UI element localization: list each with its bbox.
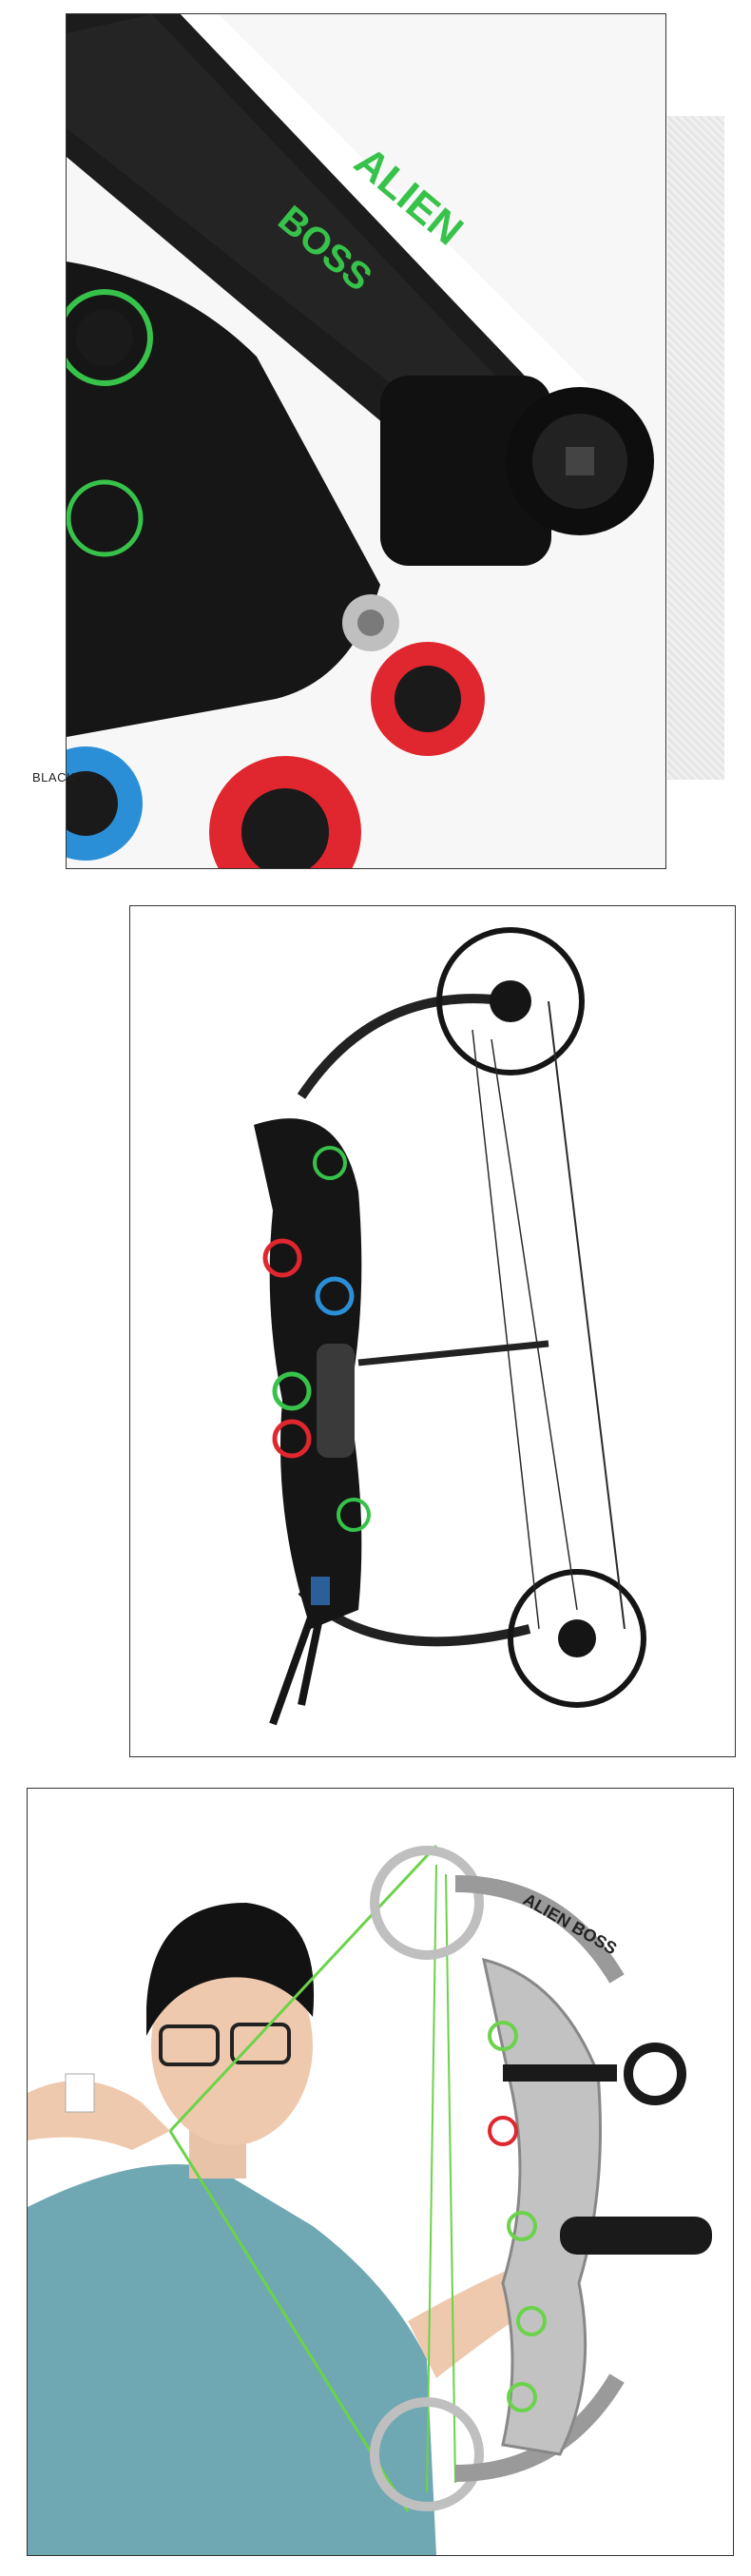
green-dampener <box>67 289 153 386</box>
red-dampener-mid <box>272 1419 312 1459</box>
closeup-photo-panel: ALIEN BOSS <box>66 13 666 869</box>
blue-dampener-riser <box>315 1276 355 1316</box>
upper-cam <box>436 927 585 1075</box>
full-bow-photo-panel <box>129 905 736 1757</box>
color-side-label: BLACK <box>32 770 76 784</box>
upper-cam <box>370 1846 484 1960</box>
bow-sight <box>503 2064 617 2082</box>
bow-stand <box>269 1589 324 1726</box>
black-bow-illustration <box>254 927 646 1726</box>
bow-grip <box>317 1344 355 1458</box>
green-dampener-top <box>313 1146 347 1180</box>
bow-riser <box>482 1957 602 2456</box>
closeup-bow-illustration: ALIEN BOSS <box>67 14 654 868</box>
green-dampener-mid <box>272 1371 312 1411</box>
lower-cam <box>508 1569 646 1708</box>
archer-hair <box>146 1903 315 2036</box>
limb-text: ALIEN BOSS <box>520 1889 620 1958</box>
archer-glasses <box>159 2024 220 2066</box>
archer-photo-panel: ALIEN BOSS <box>27 1788 734 2556</box>
cam-housing <box>380 376 551 566</box>
archer-shirt <box>28 2164 436 2555</box>
wrist-band <box>65 2073 95 2113</box>
stabilizer <box>560 2217 712 2255</box>
bow-string <box>168 1844 438 2133</box>
archer-illustration: ALIEN BOSS <box>28 1844 712 2555</box>
lower-cam <box>370 2397 484 2511</box>
cable-guard <box>357 1340 549 1366</box>
bow-riser <box>254 1118 362 1629</box>
bow-string <box>548 1000 626 1630</box>
red-dampener-riser <box>262 1238 302 1278</box>
panel-shadow-bar <box>667 116 724 780</box>
green-dampener-bottom <box>337 1498 371 1532</box>
